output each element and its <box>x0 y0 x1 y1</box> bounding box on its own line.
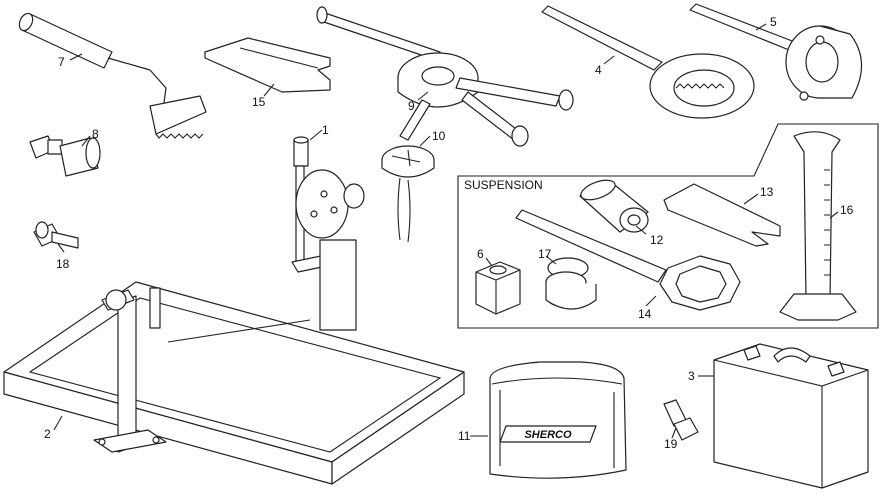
callout-16: 16 <box>840 203 854 217</box>
tool-13-flat-spanner <box>663 183 781 247</box>
callout-10: 10 <box>432 129 446 143</box>
tool-14-hex-spanner <box>515 209 741 311</box>
tool-12-cylinder <box>579 179 649 233</box>
callout-5: 5 <box>770 15 777 29</box>
callout-8: 8 <box>92 127 99 141</box>
callout-14: 14 <box>638 307 652 321</box>
suspension-group-box: SUSPENSION <box>457 123 879 329</box>
callout-9: 9 <box>408 99 415 113</box>
callout-6: 6 <box>477 247 484 261</box>
callout-12: 12 <box>650 233 664 247</box>
callout-19: 19 <box>664 437 678 451</box>
leader-lines <box>53 23 839 439</box>
tool-11-bag: SHERCO <box>489 361 627 479</box>
tool-3-case <box>713 343 869 489</box>
callout-4: 4 <box>595 63 602 77</box>
tool-17-spring-clip <box>545 257 597 310</box>
callout-15: 15 <box>252 95 266 109</box>
tool-2-tray-stand <box>3 281 465 485</box>
tool-6-block <box>475 261 521 315</box>
tool-19-valve <box>663 399 699 441</box>
callout-2: 2 <box>44 427 51 441</box>
callout-18: 18 <box>56 257 70 271</box>
tool-18-pin <box>33 221 79 249</box>
tool-1-stand-head <box>291 136 365 331</box>
tool-4-spanner <box>541 5 755 119</box>
tool-7-handle-rake <box>18 12 207 139</box>
tool-5-pin-wrench <box>689 3 863 101</box>
callout-7: 7 <box>58 55 65 69</box>
callout-13: 13 <box>760 185 774 199</box>
tool-10-gauge <box>381 145 435 243</box>
bag-brand-text: SHERCO <box>524 429 572 441</box>
suspension-group-label: SUSPENSION <box>464 178 543 192</box>
callout-3: 3 <box>688 369 695 383</box>
tool-8-adapter <box>29 135 101 177</box>
callout-1: 1 <box>322 123 329 137</box>
tool-15-fork-plate <box>204 37 331 93</box>
tool-9-ring-puller <box>316 6 574 147</box>
callout-17: 17 <box>538 247 552 261</box>
tool-16-measuring-cylinder <box>779 131 857 321</box>
callout-numbers: 1 2 3 4 5 6 7 8 9 10 11 12 13 14 15 16 1… <box>44 15 854 451</box>
callout-11: 11 <box>458 429 471 443</box>
